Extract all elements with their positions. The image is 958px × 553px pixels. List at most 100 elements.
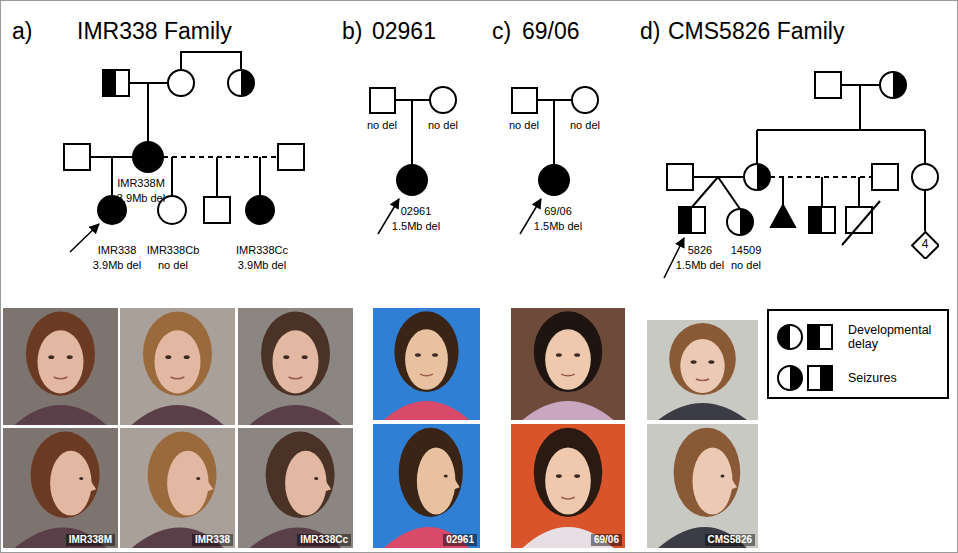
male-symbol <box>370 88 395 113</box>
pedigree-label: 69/06 <box>544 205 572 218</box>
photo-face <box>167 451 208 516</box>
photo-label: 02961 <box>443 534 477 546</box>
photo-label: 69/06 <box>591 534 622 546</box>
photo-eye <box>314 477 318 480</box>
panel-heading: CMS5826 Family <box>668 18 844 44</box>
photo-hair <box>534 428 602 517</box>
pedigree-label: IMR338Cc <box>236 244 288 257</box>
photo-eye <box>574 353 580 357</box>
twin-line <box>692 177 718 207</box>
female-fill <box>880 72 906 98</box>
female-symbol <box>539 165 569 195</box>
pedigree-label: IMR338 <box>98 244 137 257</box>
photo <box>238 308 353 425</box>
half-fill <box>893 72 906 98</box>
panel-heading: 69/06 <box>522 18 580 44</box>
pedigree-label: no del <box>428 119 458 132</box>
male-fill <box>667 164 693 190</box>
female-symbol <box>397 165 427 195</box>
photo <box>647 320 758 420</box>
pedigree-line <box>924 190 926 231</box>
legend-text: Developmental delay <box>848 323 940 352</box>
photo-eye <box>67 355 73 359</box>
male-symbol <box>808 325 832 349</box>
female-symbol <box>572 87 598 113</box>
female-symbol <box>228 70 254 96</box>
photo-eye <box>432 353 438 357</box>
photo-nose <box>207 481 213 491</box>
photo-mouth <box>561 497 575 499</box>
photo-face <box>545 329 591 389</box>
pedigree-line <box>782 177 784 205</box>
pedigree-line <box>821 177 823 207</box>
photo-mouth <box>289 377 303 379</box>
photo-face <box>155 330 201 393</box>
photo-eye <box>165 355 171 359</box>
photo-shoulders <box>384 401 470 420</box>
male-fill <box>204 197 230 223</box>
half-fill <box>740 209 753 235</box>
female-fill <box>744 164 770 190</box>
pedigree-line <box>171 157 173 196</box>
pedigree-line <box>111 157 113 196</box>
male-symbol <box>204 197 230 223</box>
male-fill <box>815 72 841 98</box>
male-symbol <box>64 144 90 170</box>
pedigree-label: no del <box>509 119 539 132</box>
photo-hair <box>669 323 736 395</box>
male-symbol <box>278 144 304 170</box>
photo-eye <box>720 475 724 478</box>
photo-shoulders <box>132 405 224 425</box>
photo-eye <box>48 355 54 359</box>
pedigree-label: 3.9Mb del <box>117 192 165 205</box>
female-symbol <box>744 164 770 190</box>
female-fill <box>727 209 753 235</box>
female-fill <box>572 87 598 113</box>
half-fill <box>809 207 822 233</box>
twin-line <box>718 177 740 209</box>
photo-eye <box>79 477 83 480</box>
pedigree-line <box>553 100 555 165</box>
pregnancy-loss-triangle <box>771 205 795 227</box>
proband-arrow <box>70 224 99 252</box>
photo-nose <box>90 481 96 491</box>
pedigree-line <box>259 157 261 196</box>
male-fill <box>846 207 872 233</box>
photo-face <box>405 329 448 389</box>
count-number: 4 <box>911 238 940 251</box>
photo <box>647 424 758 548</box>
photo-eye <box>556 353 562 357</box>
female-fill <box>168 70 194 96</box>
male-fill <box>679 207 705 233</box>
panel-heading: a) <box>12 18 32 44</box>
photo-shoulders <box>658 403 747 420</box>
half-fill <box>103 70 116 96</box>
photo-mouth <box>561 374 575 376</box>
photo-face <box>273 330 319 393</box>
photo-hair <box>143 312 212 396</box>
pedigree-label: no del <box>158 259 188 272</box>
photo-label: IMR338 <box>192 534 233 546</box>
half-fill <box>757 164 770 190</box>
half-fill <box>679 207 692 233</box>
photo-label: IMR338Cc <box>297 534 351 546</box>
panel-heading: c) <box>492 18 511 44</box>
half-fill <box>778 325 790 349</box>
photo-hair <box>26 312 95 396</box>
photo-hair <box>266 432 335 518</box>
photo-mouth <box>171 377 185 379</box>
photo <box>511 308 625 420</box>
male-symbol <box>872 164 898 190</box>
photo-shoulders <box>250 405 342 425</box>
male-symbol <box>679 207 705 233</box>
pedigree-line <box>858 177 860 207</box>
pedigree-label: IMR338Cb <box>147 244 200 257</box>
photo-eye <box>691 360 697 364</box>
male-symbol <box>808 366 832 390</box>
photo-hair <box>534 311 602 392</box>
photo-hair <box>399 428 463 517</box>
sibship-line <box>757 129 925 131</box>
panel-heading: IMR338 Family <box>77 18 232 44</box>
photo-face <box>680 339 724 393</box>
